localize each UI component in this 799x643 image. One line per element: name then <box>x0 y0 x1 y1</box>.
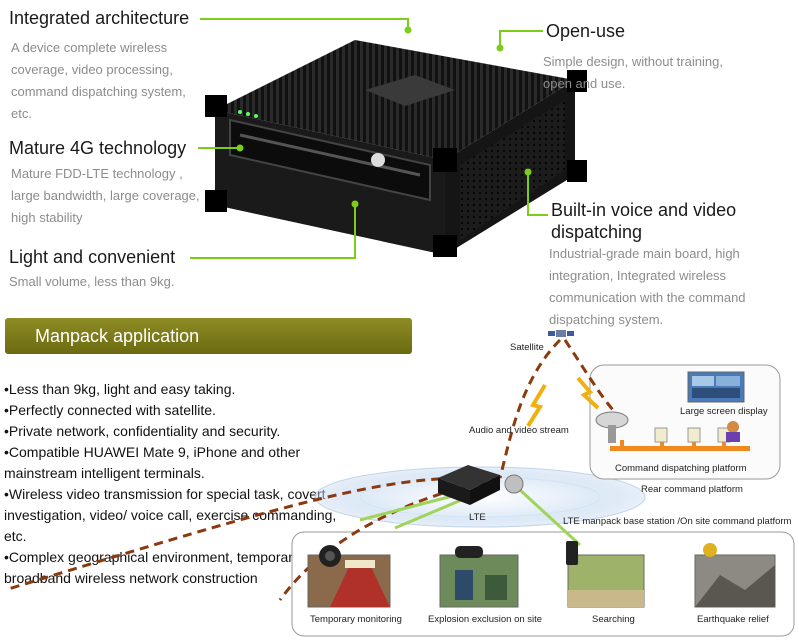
bullet-line: •Compatible HUAWEI Mate 9, iPhone and ot… <box>4 444 301 460</box>
feature-title-mature: Mature 4G technology <box>9 138 187 158</box>
label-lte-base: LTE manpack base station /On site comman… <box>563 516 792 527</box>
feature-desc-voice: Industrial-grade main board, high integr… <box>549 243 794 331</box>
label-rear-command: Rear command platform <box>641 484 743 495</box>
camera-icon <box>319 545 341 567</box>
caption-temporary-monitoring: Temporary monitoring <box>310 614 402 625</box>
callout-lines <box>190 18 548 259</box>
bullet-line: •Wireless video transmission for special… <box>4 486 326 502</box>
bullet-line: investigation, video/ voice call, exerci… <box>4 507 337 523</box>
bullet-line: •Perfectly connected with satellite. <box>4 402 216 418</box>
network-diagram <box>4 330 795 637</box>
desc-line: dispatching system. <box>549 312 664 327</box>
label-lte: LTE <box>469 512 486 523</box>
bullet-line: •Less than 9kg, light and easy taking. <box>4 381 236 397</box>
bullet-line: etc. <box>4 528 27 544</box>
caption-earthquake-relief: Earthquake relief <box>697 614 769 625</box>
desc-line: etc. <box>11 106 32 121</box>
desc-line: large bandwidth, large coverage, <box>11 188 200 203</box>
feature-title-light: Light and convenient <box>9 247 176 267</box>
manpack-banner: Manpack application <box>5 318 412 354</box>
feature-title-voice: Built-in voice and video dispatching <box>551 199 736 243</box>
desc-line: coverage, video processing, <box>11 62 173 77</box>
lte-device-icon <box>438 465 500 505</box>
caption-searching: Searching <box>592 614 635 625</box>
desc-line: Mature FDD-LTE technology , <box>11 166 183 181</box>
desc-line: Simple design, without training, <box>543 54 723 69</box>
label-command-platform: Command dispatching platform <box>615 463 747 474</box>
satellite-icon <box>548 330 574 337</box>
desc-line: Industrial-grade main board, high <box>549 246 740 261</box>
title-line: Built-in voice and video <box>551 200 737 220</box>
feature-desc-light: Small volume, less than 9kg. <box>9 271 239 293</box>
device-illustration <box>205 40 587 257</box>
desc-line: command dispatching system, <box>11 84 186 99</box>
feature-title-openuse: Open-use <box>546 21 626 41</box>
desc-line: integration, Integrated wireless <box>549 268 727 283</box>
label-satellite: Satellite <box>510 342 544 353</box>
feature-desc-integrated: A device complete wireless coverage, vid… <box>11 37 211 125</box>
caption-explosion-exclusion: Explosion exclusion on site <box>428 614 543 625</box>
title-line: dispatching <box>551 222 643 242</box>
desc-line: A device complete wireless <box>11 40 168 55</box>
feature-desc-openuse: Simple design, without training, open an… <box>543 51 783 95</box>
label-audio-video: Audio and video stream <box>469 425 569 436</box>
feature-title-integrated: Integrated architecture <box>9 8 190 28</box>
earthquake-photo <box>694 554 776 608</box>
desc-line: high stability <box>11 210 83 225</box>
bullet-list: •Less than 9kg, light and easy taking. •… <box>4 379 356 589</box>
monitoring-photo <box>307 554 391 608</box>
explosion-photo <box>439 554 519 608</box>
label-large-screen: Large screen display <box>680 406 768 417</box>
bullet-line: mainstream intelligent terminals. <box>4 465 205 481</box>
searching-photo <box>567 554 645 608</box>
large-screen-photo <box>687 371 745 403</box>
feature-desc-mature: Mature FDD-LTE technology , large bandwi… <box>11 163 241 229</box>
bullet-line: broadband wireless network construction <box>4 570 258 586</box>
desc-line: Small volume, less than 9kg. <box>9 274 175 289</box>
bullet-line: •Complex geographical environment, tempo… <box>4 549 300 565</box>
desc-line: communication with the command <box>549 290 746 305</box>
desc-line: open and use. <box>543 76 626 91</box>
bullet-line: •Private network, confidentiality and se… <box>4 423 281 439</box>
dish-antenna-icon <box>595 411 629 443</box>
server-icon <box>654 427 731 443</box>
